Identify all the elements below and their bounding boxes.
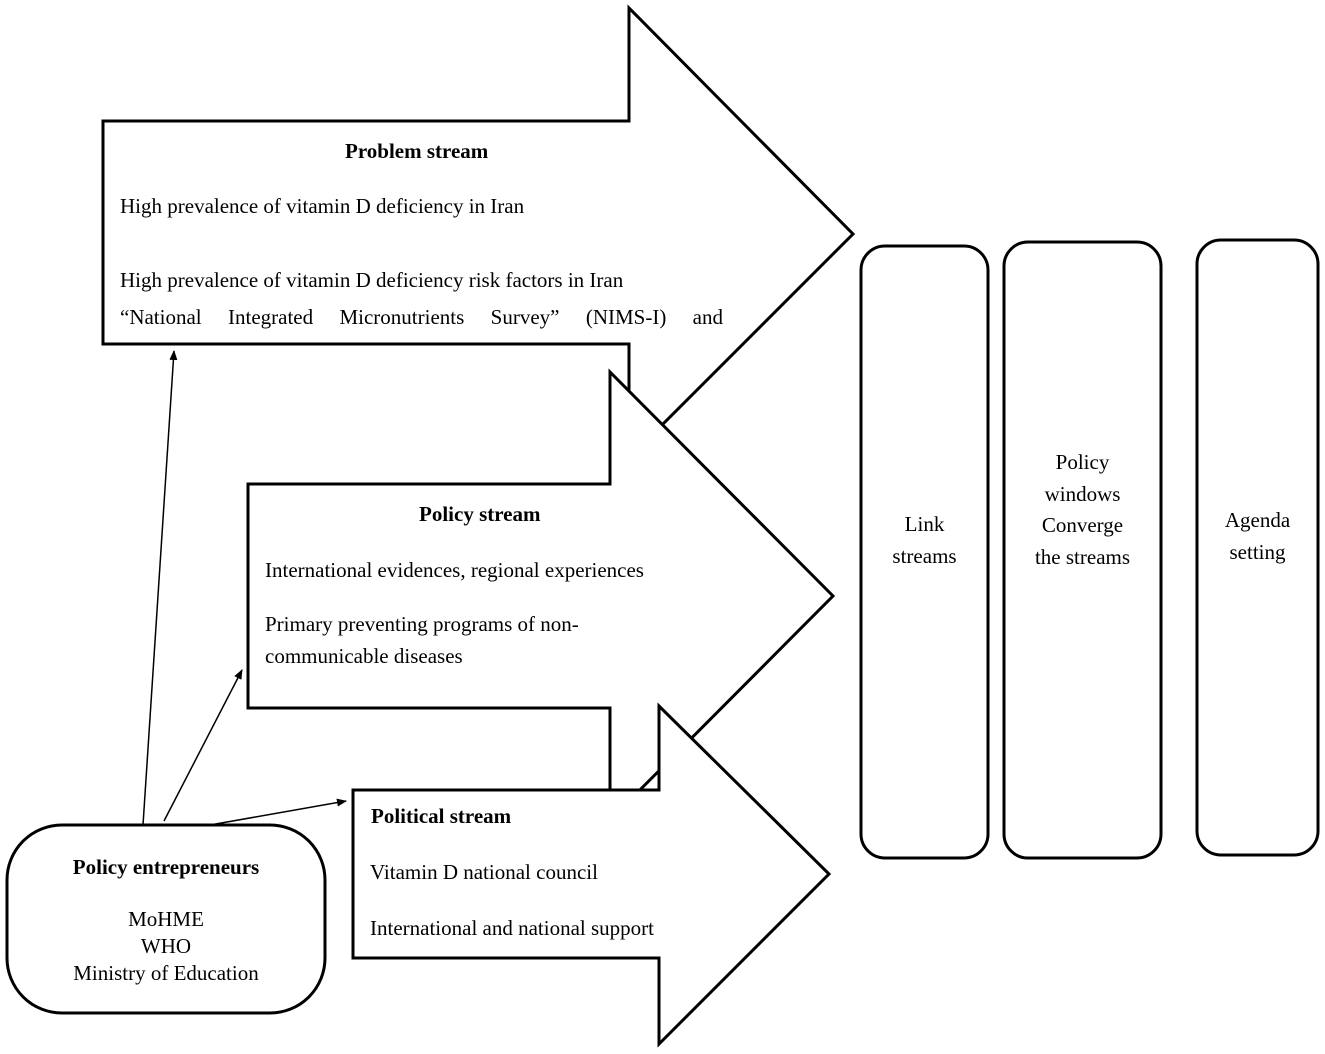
agenda-setting-line-2: setting — [1229, 540, 1286, 564]
problem-stream-title: Problem stream — [345, 139, 489, 163]
policy-entrepreneurs-box — [5, 823, 327, 1015]
policy-stream-item-1: International evidences, regional experi… — [265, 558, 644, 582]
entrepreneur-ministry-of-education: Ministry of Education — [73, 961, 259, 985]
problem-stream-arrow — [101, 4, 856, 462]
policy-windows-line-1: Policy — [1055, 450, 1110, 474]
political-stream-arrow — [351, 702, 832, 1048]
problem-stream-item-3: “National Integrated Micronutrients Surv… — [120, 305, 723, 329]
arrow-to-policy-stream — [163, 669, 243, 822]
political-stream-item-2: International and national support — [370, 916, 655, 940]
policy-stream-item-2-line-1: Primary preventing programs of non- — [265, 612, 579, 636]
policy-windows-line-3: Converge — [1041, 513, 1124, 537]
policy-windows-line-4: the streams — [1034, 545, 1131, 569]
policy-windows-box — [1002, 240, 1163, 860]
link-streams-line-2: streams — [892, 544, 957, 568]
entrepreneur-who: WHO — [140, 934, 192, 958]
policy-stream-title: Policy stream — [419, 502, 541, 526]
policy-stream-item-2-line-2: communicable diseases — [265, 644, 463, 668]
political-stream-title: Political stream — [371, 804, 512, 828]
political-stream-item-1: Vitamin D national council — [370, 860, 598, 884]
arrow-to-problem-stream — [142, 350, 178, 826]
problem-stream-item-2: High prevalence of vitamin D deficiency … — [120, 268, 624, 292]
entrepreneur-mohme: MoHME — [128, 907, 204, 931]
link-streams-box — [859, 244, 990, 860]
policy-stream-arrow — [246, 368, 836, 824]
link-streams-line-1: Link — [904, 512, 945, 536]
policy-windows-line-2: windows — [1044, 482, 1121, 506]
agenda-setting-line-1: Agenda — [1224, 508, 1291, 532]
agenda-setting-box — [1195, 238, 1320, 857]
policy-entrepreneurs-title: Policy entrepreneurs — [72, 855, 260, 879]
problem-stream-item-1: High prevalence of vitamin D deficiency … — [120, 194, 525, 218]
arrow-to-political-stream — [209, 798, 347, 826]
